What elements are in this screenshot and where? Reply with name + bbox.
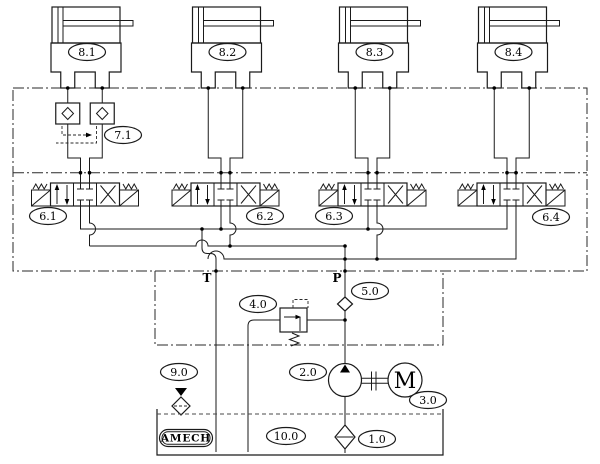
label-oval-10.0 [265, 426, 307, 446]
power-unit-boundary [154, 271, 444, 346]
t-bus-line [80, 206, 508, 230]
relief-drain-line [247, 319, 280, 452]
p-drop-6.2 [229, 206, 237, 246]
label-oval-3.0 [408, 390, 448, 410]
cylinder-label: 8.3 [366, 46, 384, 59]
pump-symbol-2.0: 2.0 [288, 362, 363, 398]
label-oval-9.0 [159, 362, 199, 382]
tank-label: 10.0 [274, 430, 299, 443]
cylinder-8.4: 8.4 [476, 6, 561, 89]
valve-6.3: 6.3 [314, 182, 427, 226]
valve-label: 6.3 [325, 210, 343, 223]
label-oval-1.0 [357, 429, 397, 449]
cylinder-8.2: 8.2 [190, 6, 275, 89]
manifold-boundary [12, 87, 588, 272]
label-oval-6.2 [245, 206, 285, 226]
p-drop-6.1 [89, 206, 96, 246]
valve-6.2: 6.2 [171, 182, 285, 226]
cylinder-label: 8.1 [78, 46, 96, 59]
breather-label: 9.0 [170, 366, 188, 379]
strainer-1.0: 1.0 [334, 396, 397, 453]
valve-6.1: 6.1 [28, 182, 140, 226]
label-oval-8.4 [494, 42, 533, 62]
cylinder-label: 8.2 [219, 46, 237, 59]
tank-walls [156, 409, 444, 456]
label-oval-8.3 [355, 42, 394, 62]
label-oval-8.1 [67, 42, 107, 62]
logo-text: AMECH [160, 433, 211, 445]
check-valve-label: 5.0 [361, 285, 379, 298]
valve-6.4: 6.4 [457, 182, 571, 227]
strainer-label: 1.0 [368, 433, 386, 446]
label-oval-2.0 [288, 362, 328, 382]
valve-label: 6.2 [256, 210, 274, 223]
pump-label: 2.0 [299, 366, 317, 379]
valve-label: 6.1 [39, 210, 57, 223]
amech-logo: AMECH [158, 428, 214, 448]
label-oval-7.1 [103, 125, 143, 145]
p-bus-right [207, 206, 517, 260]
pipes-cylinder-8.3 [354, 88, 391, 183]
pilot-check-valves-7.1: 7.1 [55, 88, 143, 183]
check-diamond [95, 106, 109, 121]
pipes-cylinder-8.4 [493, 88, 530, 183]
label-oval-5.0 [350, 281, 390, 301]
motor-label: 3.0 [419, 394, 437, 407]
t-return-line [201, 229, 217, 452]
motor-letter: M [394, 369, 417, 394]
p-bus-left [89, 239, 345, 247]
label-oval-8.2 [208, 42, 247, 62]
pipes-cylinder-8.2 [207, 88, 244, 183]
port-label-T: T [203, 271, 212, 285]
shaft-coupling [361, 371, 388, 391]
motor-symbol-3.0: M 3.0 [387, 362, 448, 410]
relief-valve-label: 4.0 [249, 298, 267, 311]
check-diamond [61, 106, 75, 121]
label-oval-6.4 [531, 207, 571, 227]
check-valve-5.0: 5.0 [336, 281, 390, 312]
cylinder-8.3: 8.3 [337, 6, 422, 89]
breather-9.0: 9.0 [159, 362, 199, 416]
relief-valve-4.0: 4.0 [238, 294, 345, 452]
port-label-P: P [332, 271, 341, 285]
cylinder-label: 8.4 [505, 46, 523, 59]
p-drop-6.3 [376, 206, 384, 259]
label-oval-4.0 [238, 294, 278, 314]
tank-symbol-10.0: 10.0 [156, 409, 444, 456]
pilot-checks-label: 7.1 [114, 129, 132, 142]
cylinder-8.1: 8.1 [50, 6, 134, 89]
label-oval-6.3 [314, 206, 354, 226]
junction-dots [65, 86, 532, 322]
valve-label: 6.4 [542, 211, 560, 224]
label-oval-6.1 [28, 206, 68, 226]
